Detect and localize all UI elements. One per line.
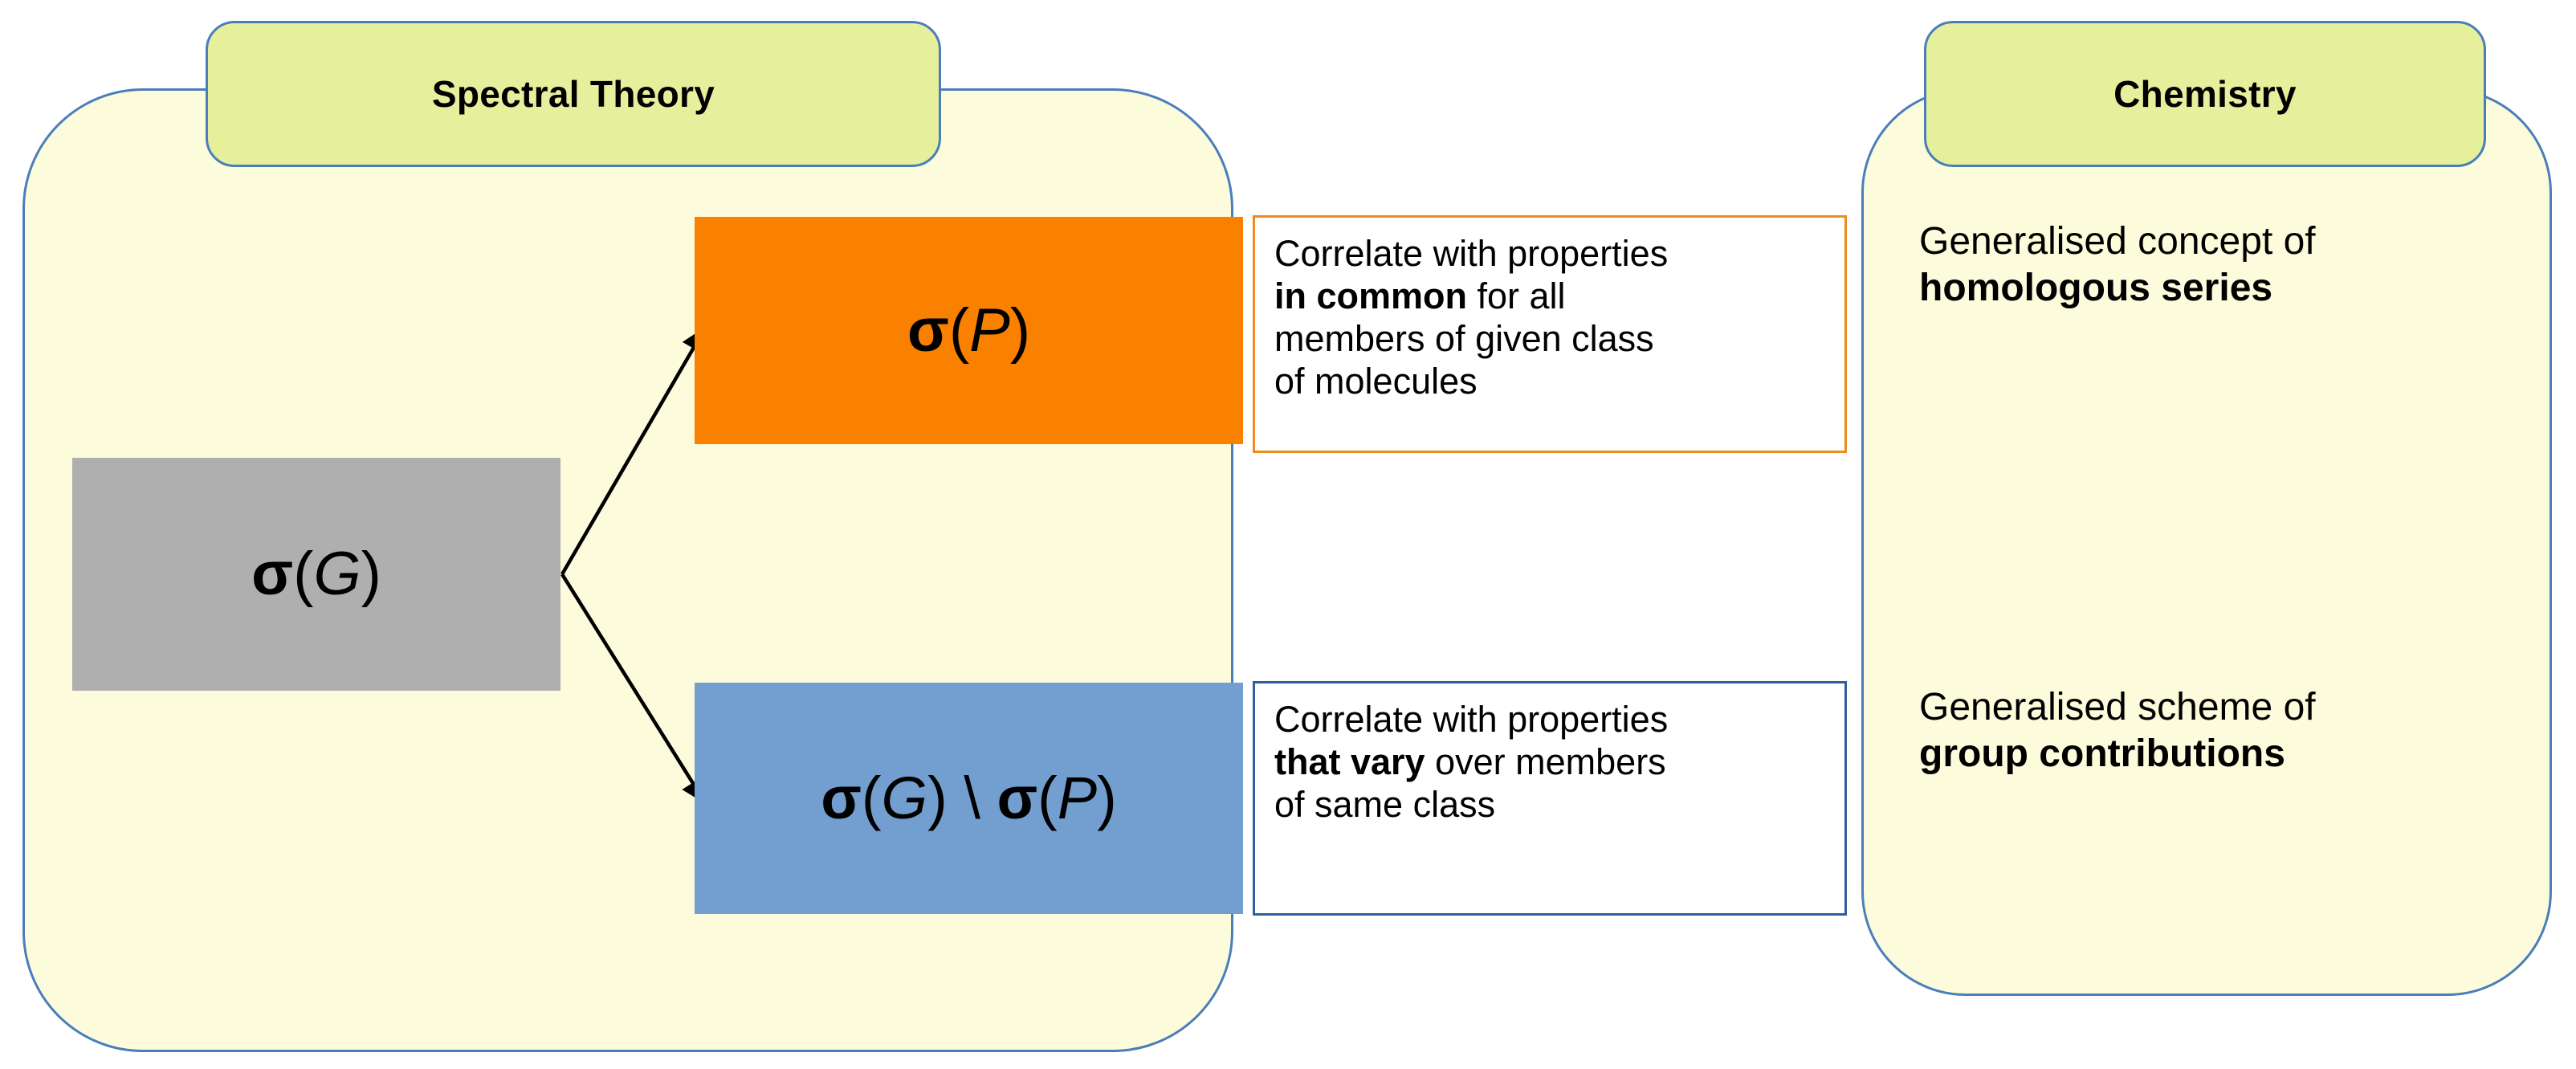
chem-group-line2: group contributions (1919, 732, 2285, 775)
block-sigma-g-label: σ(G) (251, 544, 381, 605)
chemistry-note-group-contributions: Generalised scheme of group contribution… (1919, 684, 2316, 777)
sigma-glyph-left: σ (821, 765, 862, 831)
block-sigma-difference-label: σ(G) \ σ(P) (821, 769, 1116, 828)
note-common-emphasis: in common (1274, 275, 1468, 317)
set-difference-operator (948, 765, 964, 831)
variable-g: G (881, 765, 928, 831)
paren-close: ) (1009, 296, 1031, 365)
sigma-glyph-right: σ (997, 765, 1038, 831)
variable-g: G (313, 540, 361, 608)
backslash-glyph: \ (964, 765, 980, 831)
paren-close-right: ) (1097, 765, 1117, 831)
block-sigma-difference: σ(G) \ σ(P) (695, 683, 1243, 914)
chem-homologous-line2: homologous series (1919, 266, 2273, 309)
paren-close-left: ) (927, 765, 948, 831)
block-sigma-p-label: σ(P) (907, 300, 1030, 361)
note-vary-line1: Correlate with properties (1274, 699, 1669, 740)
panel-title-chemistry: Chemistry (1924, 21, 2486, 167)
panel-title-spectral-theory: Spectral Theory (206, 21, 941, 167)
paren-open: ( (293, 540, 314, 608)
paren-open: ( (948, 296, 970, 365)
block-sigma-g: σ(G) (72, 458, 560, 691)
chemistry-note-homologous-series: Generalised concept of homologous series (1919, 218, 2316, 311)
paren-open-right: ( (1037, 765, 1058, 831)
note-properties-that-vary: Correlate with properties that vary over… (1253, 681, 1847, 916)
variable-p: P (969, 296, 1010, 365)
block-sigma-p: σ(P) (695, 217, 1243, 444)
note-common-line1: Correlate with properties (1274, 233, 1669, 274)
note-vary-emphasis: that vary (1274, 741, 1425, 783)
note-properties-in-common: Correlate with properties in common for … (1253, 215, 1847, 453)
paren-open-left: ( (861, 765, 882, 831)
panel-chemistry (1861, 88, 2552, 996)
paren-close: ) (361, 540, 381, 608)
sigma-glyph: σ (251, 540, 294, 608)
note-common-line3: members of given class (1274, 318, 1654, 360)
variable-p: P (1057, 765, 1098, 831)
chem-group-line1: Generalised scheme of (1919, 686, 2316, 728)
note-vary-line3: of same class (1274, 784, 1496, 826)
chem-homologous-line1: Generalised concept of (1919, 220, 2316, 263)
note-common-line4: of molecules (1274, 361, 1478, 402)
sigma-glyph: σ (907, 296, 949, 365)
note-vary-line2-rest: over members (1425, 741, 1666, 783)
spacer (980, 765, 997, 831)
note-common-line2-rest: for all (1467, 275, 1566, 317)
